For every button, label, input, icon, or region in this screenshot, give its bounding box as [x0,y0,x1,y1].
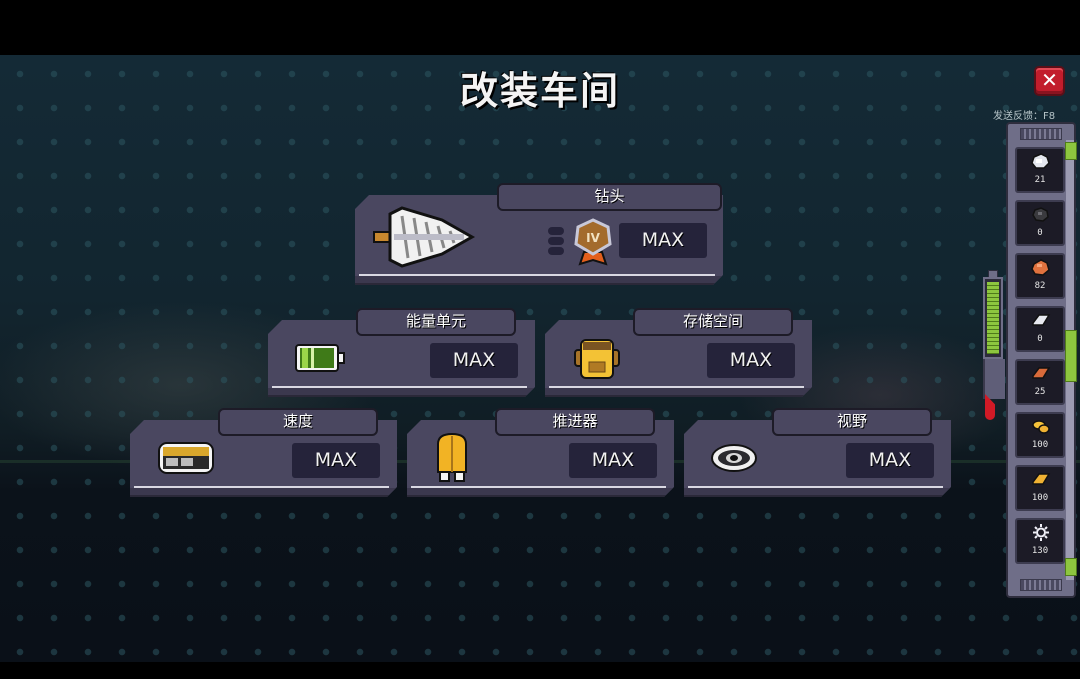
resource-slot-coal-ore[interactable]: 0 [1015,200,1065,246]
copper-ingot-icon [1032,367,1051,379]
silver-ingot-icon [1032,314,1051,326]
eye-icon [711,444,757,472]
battery-icon [295,344,345,372]
upgrade-label-thruster: 推进器 [495,408,655,436]
speed-level-max: MAX [292,443,380,478]
upgrade-label-drill: 钻头 [497,183,722,211]
upgrade-label-speed: 速度 [218,408,378,436]
vision-level-max: MAX [846,443,934,478]
energy-gauge-icon [981,270,1005,420]
inventory-scroll-handle-top[interactable] [1065,142,1077,160]
letterbox-bottom [0,662,1080,679]
rank-badge-iv-icon: IV [574,218,612,266]
coal-ore-icon [1032,207,1049,222]
upgrade-label-storage: 存储空间 [633,308,793,336]
storage-level-max: MAX [707,343,795,378]
resource-slot-gold-ingot[interactable]: 100 [1015,465,1065,511]
speed-engine-icon [158,442,214,474]
level-pips-icon [548,227,564,257]
close-button[interactable]: ✕ [1034,66,1065,96]
feedback-hint: 发送反馈：F8 [993,111,1056,122]
resource-slot-silver-ore[interactable]: 21 [1015,147,1065,193]
inventory-scroll-handle-bottom[interactable] [1065,558,1077,576]
copper-ore-icon [1031,259,1050,276]
rail-vent-bottom [1020,579,1062,591]
gear-crystal-icon [1033,524,1049,541]
gold-ingot-icon [1032,473,1051,485]
resource-slot-gear-crystal[interactable]: 130 [1015,518,1065,564]
resource-slot-gold-ore[interactable]: 100 [1015,412,1065,458]
letterbox-top [0,0,1080,55]
backpack-icon [574,339,620,379]
workshop-background [0,55,1080,662]
resource-slot-copper-ingot[interactable]: 25 [1015,359,1065,405]
rail-vent-top [1020,128,1062,140]
page-title: 改装车间 [459,69,620,113]
drill-icon [373,206,476,268]
svg-text:IV: IV [586,231,600,245]
thruster-level-max: MAX [569,443,657,478]
silver-ore-icon [1031,153,1050,169]
resource-slot-copper-ore[interactable]: 82 [1015,253,1065,299]
energy-level-max: MAX [430,343,518,378]
inventory-scroll-handle-mid[interactable] [1065,330,1077,382]
upgrade-label-energy: 能量单元 [356,308,516,336]
gold-ore-icon [1032,420,1050,434]
upgrade-label-vision: 视野 [772,408,932,436]
resource-slot-silver-ingot[interactable]: 0 [1015,306,1065,352]
close-x-icon: ✕ [1041,68,1058,92]
drill-level-max: MAX [619,223,707,258]
thruster-icon [437,432,467,482]
